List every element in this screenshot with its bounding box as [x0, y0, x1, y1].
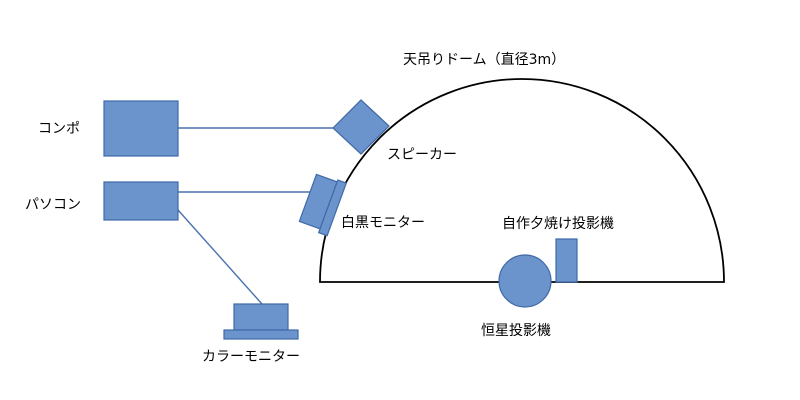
compo-box [103, 100, 179, 157]
pc-to-color-monitor-line [177, 209, 263, 305]
dome-outline [319, 78, 725, 283]
speaker-shape [332, 99, 390, 155]
color-monitor-screen [233, 303, 289, 331]
compo-label: コンポ [38, 121, 80, 137]
color-monitor-base [223, 329, 299, 340]
bw-monitor [298, 173, 348, 237]
pc-label: パソコン [25, 197, 81, 213]
speaker-label: スピーカー [387, 147, 457, 163]
sunset-projector-shape [555, 238, 578, 283]
color-monitor [223, 303, 299, 340]
dome-label: 天吊りドーム（直径3m） [403, 51, 565, 68]
bw-monitor-label: 白黒モニター [341, 215, 425, 231]
pc-box [103, 181, 179, 221]
star-projector-shape [498, 254, 552, 308]
bw-monitor-screen [317, 179, 348, 237]
sunset-projector-label: 自作夕焼け投影機 [502, 216, 614, 232]
color-monitor-label: カラーモニター [202, 349, 300, 365]
star-projector-label: 恒星投影機 [481, 323, 551, 339]
